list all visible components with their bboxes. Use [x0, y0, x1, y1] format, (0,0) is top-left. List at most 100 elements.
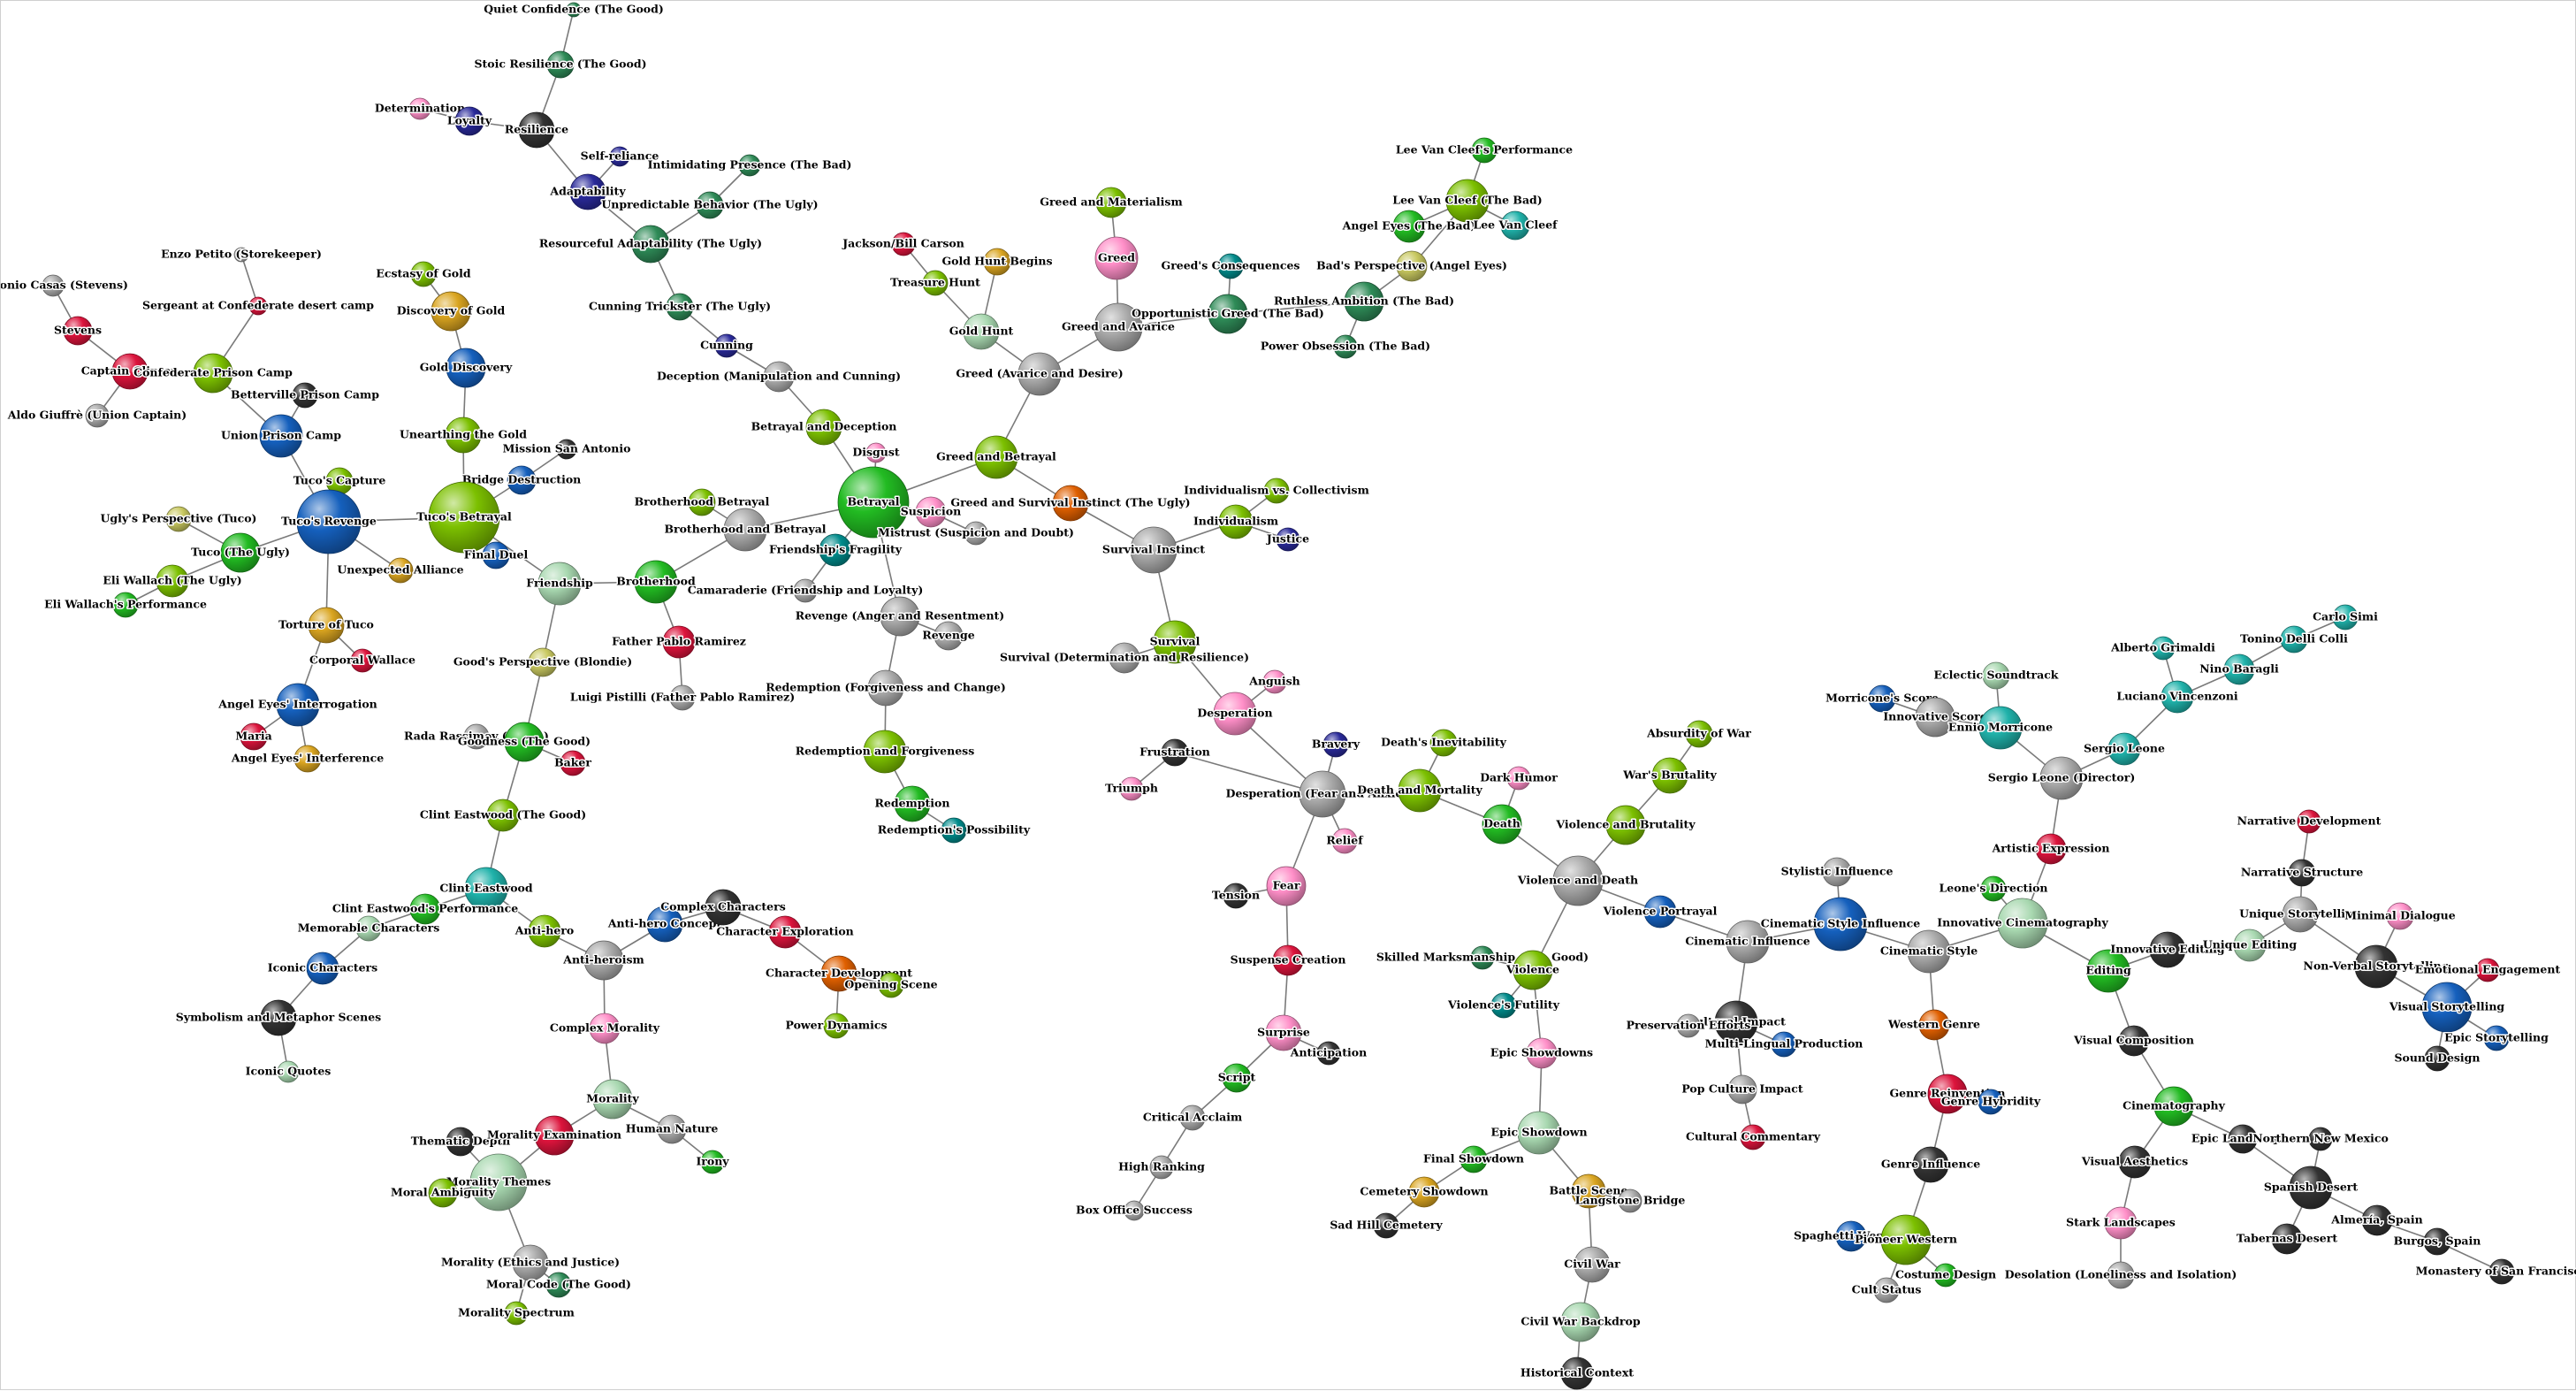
node-circle[interactable]: [646, 906, 683, 943]
graph-node-fear[interactable]: Fear: [1266, 866, 1307, 906]
graph-node-corporal-wallace[interactable]: Corporal Wallace: [309, 648, 417, 673]
graph-node-high-ranking[interactable]: High Ranking: [1117, 1155, 1207, 1180]
node-circle[interactable]: [805, 409, 842, 446]
node-circle[interactable]: [922, 270, 949, 296]
graph-node-enzo-petito-storekeeper[interactable]: Enzo Petito (Storekeeper): [160, 246, 323, 263]
graph-node-violence-portrayal[interactable]: Violence Portrayal: [1601, 895, 1719, 929]
graph-node-multi-lingual-production[interactable]: Multi-Lingual Production: [1703, 1031, 1864, 1058]
graph-node-resilience[interactable]: Resilience: [503, 111, 570, 149]
node-circle[interactable]: [2386, 902, 2414, 930]
graph-node-suspicion[interactable]: Suspicion: [899, 496, 963, 528]
graph-node-innovative-editing[interactable]: Innovative Editing: [2109, 931, 2226, 968]
node-circle[interactable]: [941, 817, 967, 844]
node-circle[interactable]: [1398, 768, 1442, 813]
graph-node-revenge-anger-and-resentment[interactable]: Revenge (Anger and Resentment): [794, 596, 1006, 637]
graph-node-anti-hero-concept[interactable]: Anti-hero Concept: [606, 906, 723, 943]
node-circle[interactable]: [1618, 1188, 1642, 1213]
node-circle[interactable]: [1124, 1200, 1145, 1221]
node-circle[interactable]: [1208, 294, 1248, 334]
node-circle[interactable]: [1262, 669, 1287, 694]
graph-node-gold-hunt-begins[interactable]: Gold Hunt Begins: [941, 248, 1054, 276]
node-circle[interactable]: [1213, 692, 1257, 736]
node-circle[interactable]: [446, 348, 486, 388]
node-circle[interactable]: [1095, 187, 1127, 218]
graph-node-individualism-vs-collectivism[interactable]: Individualism vs. Collectivism: [1183, 478, 1370, 504]
graph-node-sad-hill-cemetery[interactable]: Sad Hill Cemetery: [1329, 1212, 1444, 1239]
node-circle[interactable]: [1482, 804, 1522, 845]
graph-node-violence-and-brutality[interactable]: Violence and Brutality: [1554, 805, 1697, 845]
node-circle[interactable]: [1727, 1074, 1757, 1104]
graph-node-morality-ethics-and-justice[interactable]: Morality (Ethics and Justice): [439, 1244, 621, 1281]
graph-node-anti-hero[interactable]: Anti-hero: [513, 914, 575, 948]
graph-node-eli-wallach-s-performance[interactable]: Eli Wallach's Performance: [43, 592, 208, 618]
node-circle[interactable]: [1560, 1302, 1601, 1342]
node-circle[interactable]: [2271, 1223, 2303, 1255]
graph-node-baker[interactable]: Baker: [553, 750, 593, 776]
graph-node-genre-reinvention[interactable]: Genre Reinvention: [1888, 1074, 2007, 1114]
graph-node-cult-status[interactable]: Cult Status: [1850, 1277, 1923, 1303]
node-circle[interactable]: [1119, 776, 1144, 801]
graph-node-tuco-s-capture[interactable]: Tuco's Capture: [292, 467, 387, 495]
graph-node-final-showdown[interactable]: Final Showdown: [1421, 1145, 1526, 1173]
graph-node-spanish-desert[interactable]: Spanish Desert: [2262, 1166, 2359, 1210]
graph-node-morality-themes[interactable]: Morality Themes: [445, 1153, 553, 1211]
node-circle[interactable]: [1265, 1014, 1302, 1051]
graph-node-visual-aesthetics[interactable]: Visual Aesthetics: [2079, 1145, 2190, 1179]
graph-node-mission-san-antonio[interactable]: Mission San Antonio: [501, 439, 632, 460]
node-circle[interactable]: [504, 1301, 529, 1326]
graph-node-confederate-prison-camp[interactable]: Confederate Prison Camp: [133, 353, 294, 394]
graph-node-torture-of-tuco[interactable]: Torture of Tuco: [278, 607, 375, 644]
graph-node-angel-eyes-interrogation[interactable]: Angel Eyes' Interrogation: [217, 683, 378, 727]
graph-node-cinematic-style-influence[interactable]: Cinematic Style Influence: [1759, 897, 1922, 952]
node-circle[interactable]: [1490, 992, 1517, 1019]
graph-node-thematic-depth[interactable]: Thematic Depth: [409, 1127, 512, 1157]
node-circle[interactable]: [1445, 179, 1490, 223]
node-circle[interactable]: [1429, 729, 1458, 757]
node-circle[interactable]: [894, 785, 931, 822]
graph-node-self-reliance[interactable]: Self-reliance: [579, 146, 660, 167]
graph-node-memorable-characters[interactable]: Memorable Characters: [296, 915, 441, 942]
graph-node-moral-ambiguity[interactable]: Moral Ambiguity: [390, 1178, 497, 1208]
node-circle[interactable]: [1714, 1000, 1758, 1044]
graph-node-desperation-fear-and-anxiety[interactable]: Desperation (Fear and Anxiety): [1224, 770, 1421, 818]
graph-node-clint-eastwood-s-performance[interactable]: Clint Eastwood's Performance: [331, 893, 520, 925]
node-circle[interactable]: [1052, 485, 1089, 522]
node-circle[interactable]: [1471, 137, 1498, 164]
node-circle[interactable]: [1997, 898, 2048, 949]
node-circle[interactable]: [865, 442, 887, 463]
graph-node-lee-van-cleef[interactable]: Lee Van Cleef: [1472, 210, 1560, 241]
node-circle[interactable]: [768, 915, 802, 949]
node-circle[interactable]: [296, 489, 362, 554]
node-circle[interactable]: [1771, 1031, 1797, 1058]
node-circle[interactable]: [1217, 253, 1244, 279]
graph-node-ennio-morricone[interactable]: Ennio Morricone: [1947, 706, 2054, 750]
node-circle[interactable]: [2288, 859, 2316, 887]
graph-node-innovative-score[interactable]: Innovative Score: [1882, 697, 1988, 738]
graph-node-cinematic-influence[interactable]: Cinematic Influence: [1684, 920, 1811, 964]
graph-node-epic-landscapes[interactable]: Epic Landscapes: [2190, 1124, 2296, 1154]
node-circle[interactable]: [428, 1178, 458, 1208]
graph-node-epic-showdown[interactable]: Epic Showdown: [1490, 1111, 1589, 1155]
node-circle[interactable]: [1873, 1277, 1900, 1303]
graph-node-unexpected-alliance[interactable]: Unexpected Alliance: [336, 557, 465, 584]
node-circle[interactable]: [2161, 680, 2194, 714]
graph-node-morality[interactable]: Morality: [585, 1079, 641, 1120]
graph-node-friendship[interactable]: Friendship: [525, 562, 594, 606]
node-circle[interactable]: [2297, 809, 2321, 834]
node-circle[interactable]: [1149, 1155, 1174, 1180]
graph-node-iconic-characters[interactable]: Iconic Characters: [266, 952, 379, 985]
graph-node-resourceful-adaptability-the-ugly[interactable]: Resourceful Adaptability (The Ugly): [537, 225, 764, 264]
node-circle[interactable]: [631, 225, 670, 264]
graph-node-complex-morality[interactable]: Complex Morality: [548, 1013, 661, 1044]
node-circle[interactable]: [528, 914, 561, 948]
node-circle[interactable]: [1574, 1246, 1611, 1283]
graph-node-frustration[interactable]: Frustration: [1139, 738, 1211, 767]
graph-node-morality-examination[interactable]: Morality Examination: [486, 1115, 622, 1156]
graph-node-morricone-s-score[interactable]: Morricone's Score: [1825, 684, 1940, 713]
graph-node-ecstasy-of-gold[interactable]: Ecstasy of Gold: [375, 261, 472, 287]
node-circle[interactable]: [277, 1060, 300, 1083]
graph-node-battle-scene[interactable]: Battle Scene: [1548, 1173, 1629, 1209]
node-circle[interactable]: [657, 1114, 687, 1144]
graph-node-deception-manipulation-and-cunning[interactable]: Deception (Manipulation and Cunning): [655, 361, 903, 393]
graph-node-relief[interactable]: Relief: [1325, 828, 1366, 854]
